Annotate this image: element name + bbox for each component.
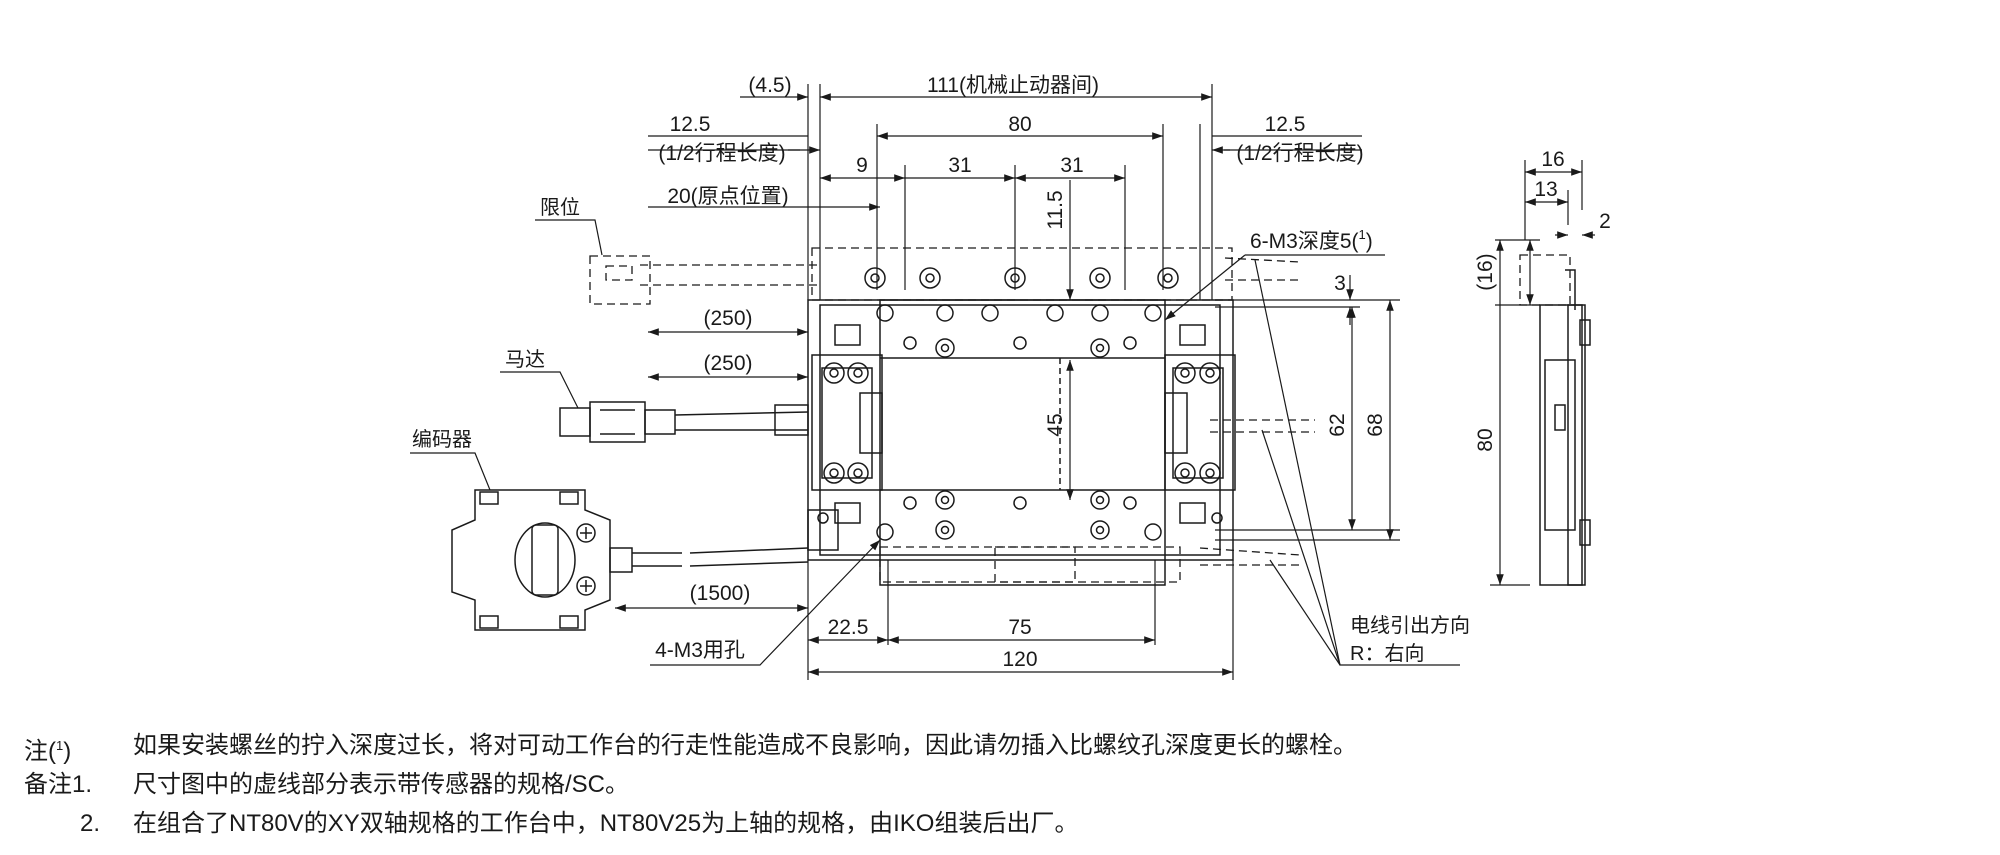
dimension-lines	[615, 93, 1595, 676]
dim-68: 68	[1364, 413, 1387, 436]
dim-11-5: 11.5	[1044, 190, 1067, 229]
dim-80-side: 80	[1474, 428, 1497, 451]
dim-13: 13	[1534, 178, 1557, 201]
note-1-text: 如果安装螺丝的拧入深度过长，将对可动工作台的行走性能造成不良影响，因此请勿插入比…	[133, 732, 1357, 759]
dim-75: 75	[1008, 616, 1031, 639]
extension-lines	[648, 84, 1583, 680]
dim-250-b: (250)	[703, 352, 752, 375]
side-view	[1539, 269, 1591, 586]
dim-4-5: (4.5)	[748, 74, 791, 97]
sensor-dashed-outline	[589, 247, 1571, 583]
dim-250-a: (250)	[703, 307, 752, 330]
mounting-holes	[817, 267, 1223, 541]
dim-45: 45	[1044, 413, 1067, 436]
label-encoder: 编码器	[412, 428, 472, 451]
dim-half-stroke-right: (1/2行程长度)	[1236, 142, 1363, 165]
stage-body	[807, 299, 1236, 586]
dim-12-5-left: 12.5	[670, 113, 711, 136]
label-limit: 限位	[540, 196, 580, 219]
dim-2: 2	[1599, 210, 1611, 233]
dim-31-b: 31	[1060, 154, 1083, 177]
encoder-connector	[451, 489, 809, 631]
note-2-mark: 备注1.	[24, 771, 93, 798]
note-1-mark: 注(1)	[24, 738, 72, 765]
label-motor: 马达	[505, 348, 545, 371]
dim-9: 9	[856, 154, 868, 177]
dim-31-a: 31	[948, 154, 971, 177]
note-3-text: 在组合了NT80V的XY双轴规格的工作台中，NT80V25为上轴的规格，由IKO…	[133, 810, 1079, 837]
dimension-labels: (4.5) 111(机械止动器间) 12.5 (1/2行程长度) 80 12.5…	[655, 74, 1611, 671]
dim-80-top: 80	[1008, 113, 1031, 136]
dim-12-5-right: 12.5	[1265, 113, 1306, 136]
part-labels: 限位 马达 编码器 电线引出方向 R：右向	[412, 196, 1470, 665]
dim-120: 120	[1002, 648, 1037, 671]
dim-16-paren: (16)	[1474, 253, 1497, 290]
note-3-mark: 2.	[80, 810, 101, 837]
dim-1500: (1500)	[690, 582, 751, 605]
dim-16-top: 16	[1541, 148, 1564, 171]
leader-lines	[410, 219, 1460, 666]
dimension-drawing: (4.5) 111(机械止动器间) 12.5 (1/2行程长度) 80 12.5…	[410, 74, 1611, 680]
dim-22-5: 22.5	[828, 616, 869, 639]
dim-20-origin: 20(原点位置)	[667, 185, 788, 208]
dim-111: 111(机械止动器间)	[927, 74, 1099, 97]
dim-half-stroke-left: (1/2行程长度)	[658, 142, 785, 165]
note-2-text: 尺寸图中的虚线部分表示带传感器的规格/SC。	[133, 771, 630, 798]
label-cable-right: R：右向	[1350, 642, 1424, 665]
label-cable-direction: 电线引出方向	[1350, 614, 1470, 637]
motor-connector	[559, 401, 809, 443]
dim-62: 62	[1326, 413, 1349, 436]
dim-m3-hole: 4-M3用孔	[655, 639, 745, 662]
dim-3: 3	[1334, 272, 1346, 295]
dim-m3-depth: 6-M3深度5(1)	[1250, 227, 1373, 253]
